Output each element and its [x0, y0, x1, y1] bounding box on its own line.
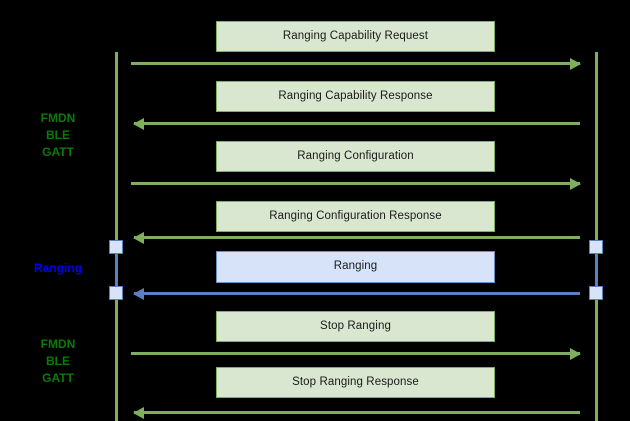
phase-line: BLE [46, 354, 70, 368]
activation-node-left-end [109, 286, 123, 300]
message-arrow-stop-ranging-response [133, 406, 580, 419]
phase-line: FMDN [40, 337, 76, 351]
message-box-ranging-configuration-response[interactable]: Ranging Configuration Response [216, 201, 495, 232]
message-arrow-ranging-configuration [131, 177, 581, 190]
message-arrow-ranging-capability-request [131, 57, 581, 70]
message-box-ranging-configuration[interactable]: Ranging Configuration [216, 141, 495, 172]
arrowhead-left-icon [133, 231, 144, 244]
arrowhead-right-icon [570, 57, 581, 70]
phase-line: BLE [46, 128, 70, 142]
phase-line: Ranging [34, 261, 82, 275]
lifeline-right [595, 52, 598, 421]
message-box-stop-ranging[interactable]: Stop Ranging [216, 311, 495, 342]
phase-line: GATT [42, 371, 74, 385]
activation-node-right-end [589, 286, 603, 300]
message-box-stop-ranging-response[interactable]: Stop Ranging Response [216, 367, 495, 398]
message-arrow-ranging-configuration-response [133, 231, 580, 244]
arrowhead-left-icon [133, 287, 144, 300]
activation-node-right-start [589, 240, 603, 254]
message-arrow-ranging-capability-response [133, 117, 580, 130]
activation-bar-left [115, 246, 118, 294]
arrowhead-left-icon [133, 406, 144, 419]
message-box-ranging-capability-response[interactable]: Ranging Capability Response [216, 81, 495, 112]
message-arrow-ranging [133, 287, 580, 300]
phase-label-fmdn-top: FMDN BLE GATT [14, 110, 102, 161]
arrowhead-right-icon [570, 177, 581, 190]
arrowhead-left-icon [133, 117, 144, 130]
message-box-ranging[interactable]: Ranging [216, 251, 495, 283]
activation-bar-right [595, 246, 598, 294]
phase-line: GATT [42, 145, 74, 159]
message-arrow-stop-ranging [131, 347, 581, 360]
phase-label-fmdn-bottom: FMDN BLE GATT [14, 336, 102, 387]
activation-node-left-start [109, 240, 123, 254]
arrowhead-right-icon [570, 347, 581, 360]
phase-label-ranging: Ranging [14, 260, 102, 277]
phase-line: FMDN [40, 111, 76, 125]
message-box-ranging-capability-request[interactable]: Ranging Capability Request [216, 21, 495, 52]
lifeline-left [115, 52, 118, 421]
